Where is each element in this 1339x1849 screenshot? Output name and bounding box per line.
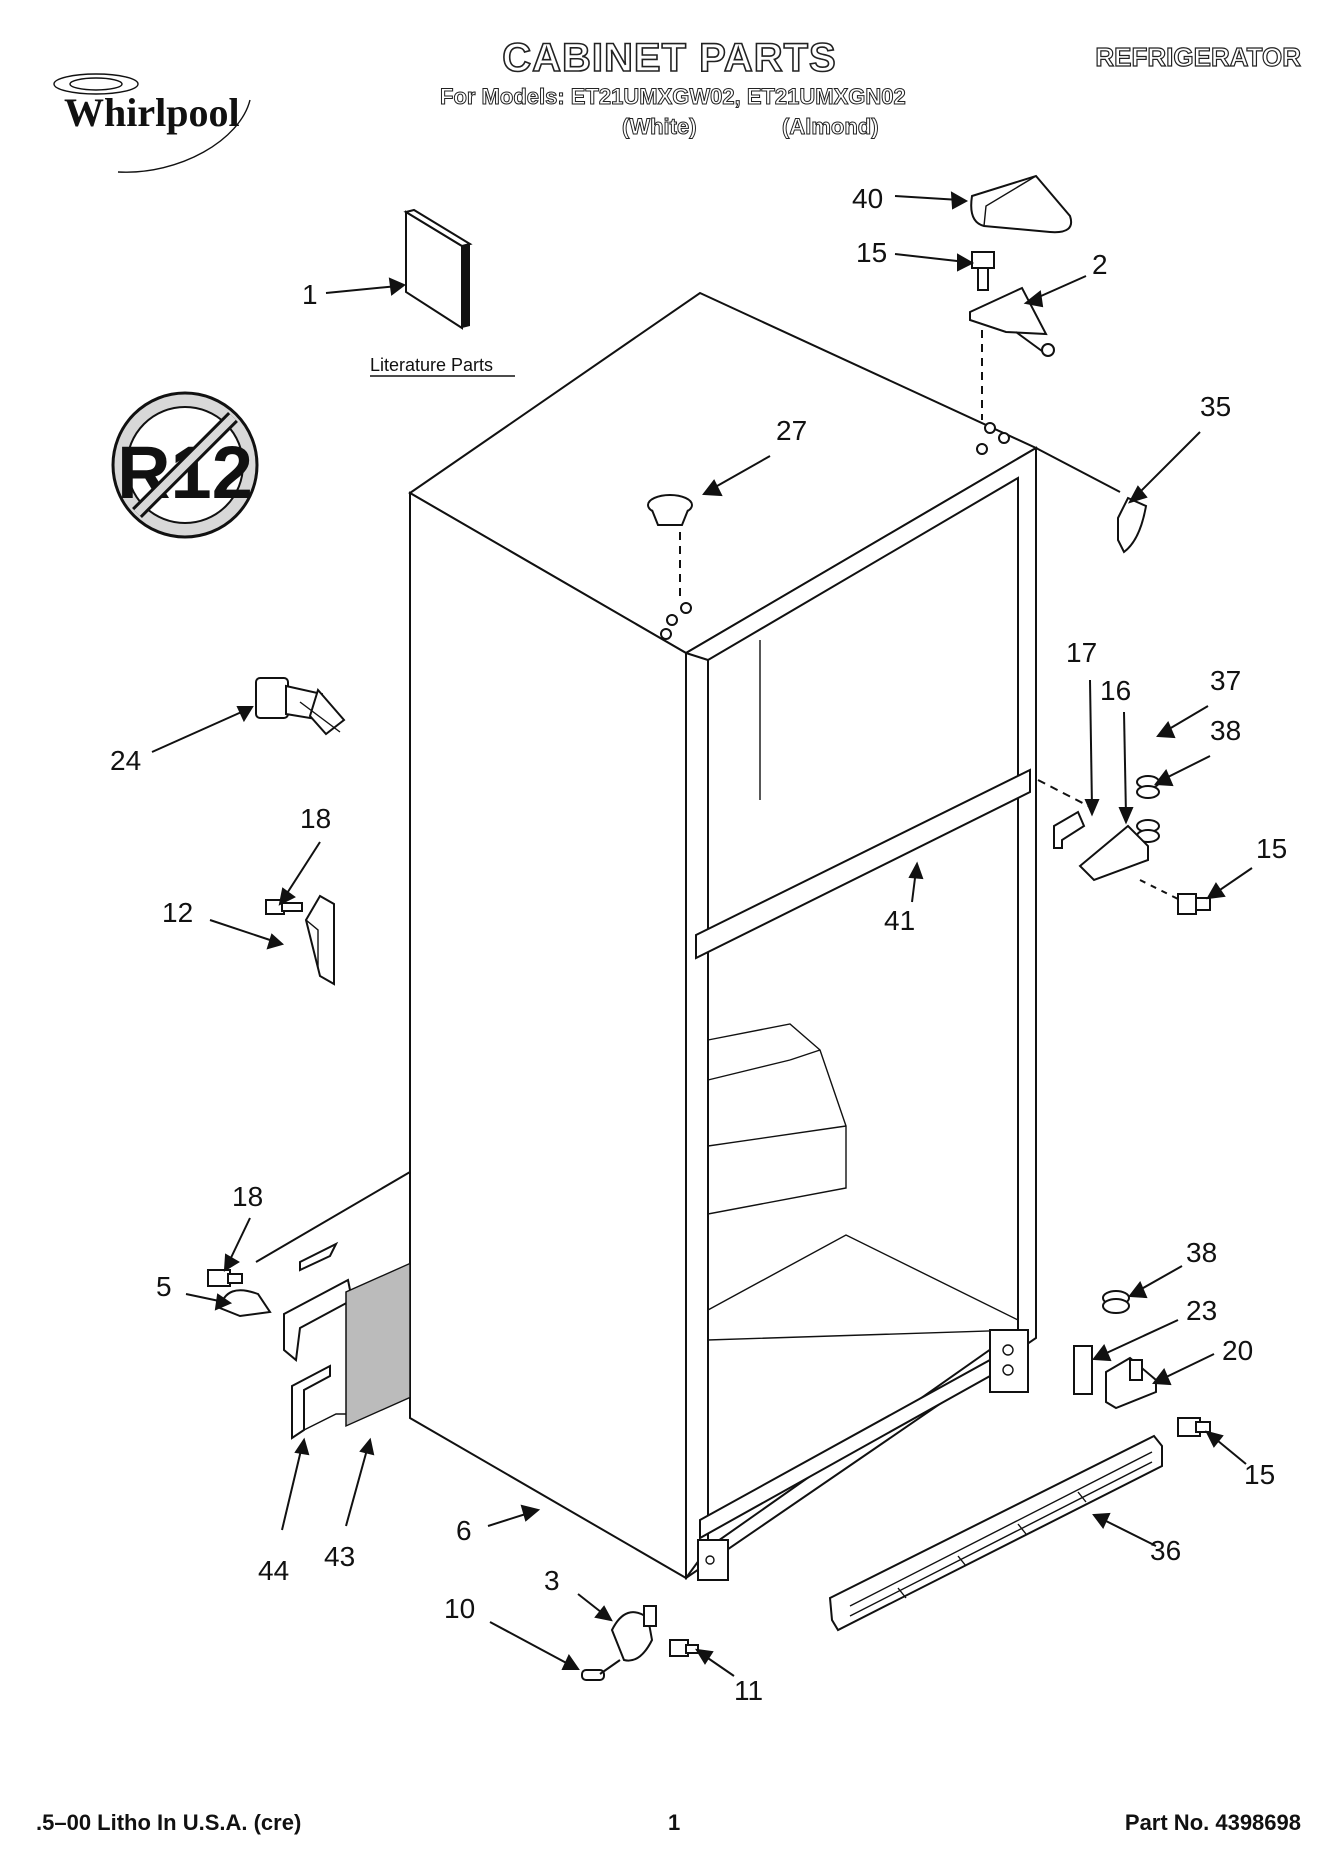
callout-18-upper: 18 [300,803,331,834]
callout-3: 3 [544,1565,560,1596]
callout-15-top: 15 [856,237,887,268]
lower-left-bracket-assembly [207,1241,411,1440]
page-number: 1 [668,1810,681,1835]
appliance-category: REFRIGERATOR [1095,41,1302,72]
color-almond: (Almond) [782,114,880,140]
callout-40: 40 [852,183,883,214]
callout-44: 44 [258,1555,289,1586]
callout-5: 5 [156,1271,172,1302]
callout-labels: 40 15 2 1 35 27 17 16 37 38 15 24 18 12 … [110,183,1287,1706]
center-hinge-assembly [1037,775,1211,915]
whirlpool-logo: Whirlpool [53,73,251,173]
literature-label: Literature Parts [370,355,493,375]
callout-38-lower: 38 [1186,1237,1217,1268]
callout-36: 36 [1150,1535,1181,1566]
part-24-leveling-leg [255,677,346,736]
callout-15-middle: 15 [1256,833,1287,864]
callout-15-lower: 15 [1244,1459,1275,1490]
callout-12: 12 [162,897,193,928]
brand-wordmark: Whirlpool [64,90,240,135]
callout-27: 27 [776,415,807,446]
lower-right-hinge-assembly [1073,1290,1211,1437]
part-number: Part No. 4398698 [1124,1810,1301,1835]
callout-24: 24 [110,745,141,776]
callout-37: 37 [1210,665,1241,696]
callout-10: 10 [444,1593,475,1624]
callout-11: 11 [734,1675,763,1706]
callout-2: 2 [1092,249,1108,280]
color-white: (White) [622,114,698,140]
callout-41: 41 [884,905,915,936]
part-40-hinge-cover [970,174,1072,234]
no-r12-badge: R12 [111,391,259,539]
callout-35: 35 [1200,391,1231,422]
part-12-bracket-upper [265,894,335,986]
part-36-grille [828,1434,1163,1632]
callout-38-upper: 38 [1210,715,1241,746]
callout-16: 16 [1100,675,1131,706]
callout-6: 6 [456,1515,472,1546]
callout-17: 17 [1066,637,1097,668]
literature-booklet: Literature Parts [370,208,515,377]
callout-leaders [151,191,1253,1677]
part-27-plug [647,494,693,600]
bottom-roller-parts [581,1605,699,1681]
top-hinge-assembly [969,251,1055,420]
callout-43: 43 [324,1541,355,1572]
refrigerator-cabinet [255,291,1121,1581]
page-title: CABINET PARTS [501,35,837,81]
callout-1: 1 [302,279,318,310]
callout-18-lower: 18 [232,1181,263,1212]
models-line: For Models: ET21UMXGW02, ET21UMXGN02 [440,84,907,110]
print-info: .5–00 Litho In U.S.A. (cre) [36,1810,302,1835]
callout-20: 20 [1222,1335,1253,1366]
part-35-corner-cap [1117,496,1148,554]
callout-23: 23 [1186,1295,1217,1326]
